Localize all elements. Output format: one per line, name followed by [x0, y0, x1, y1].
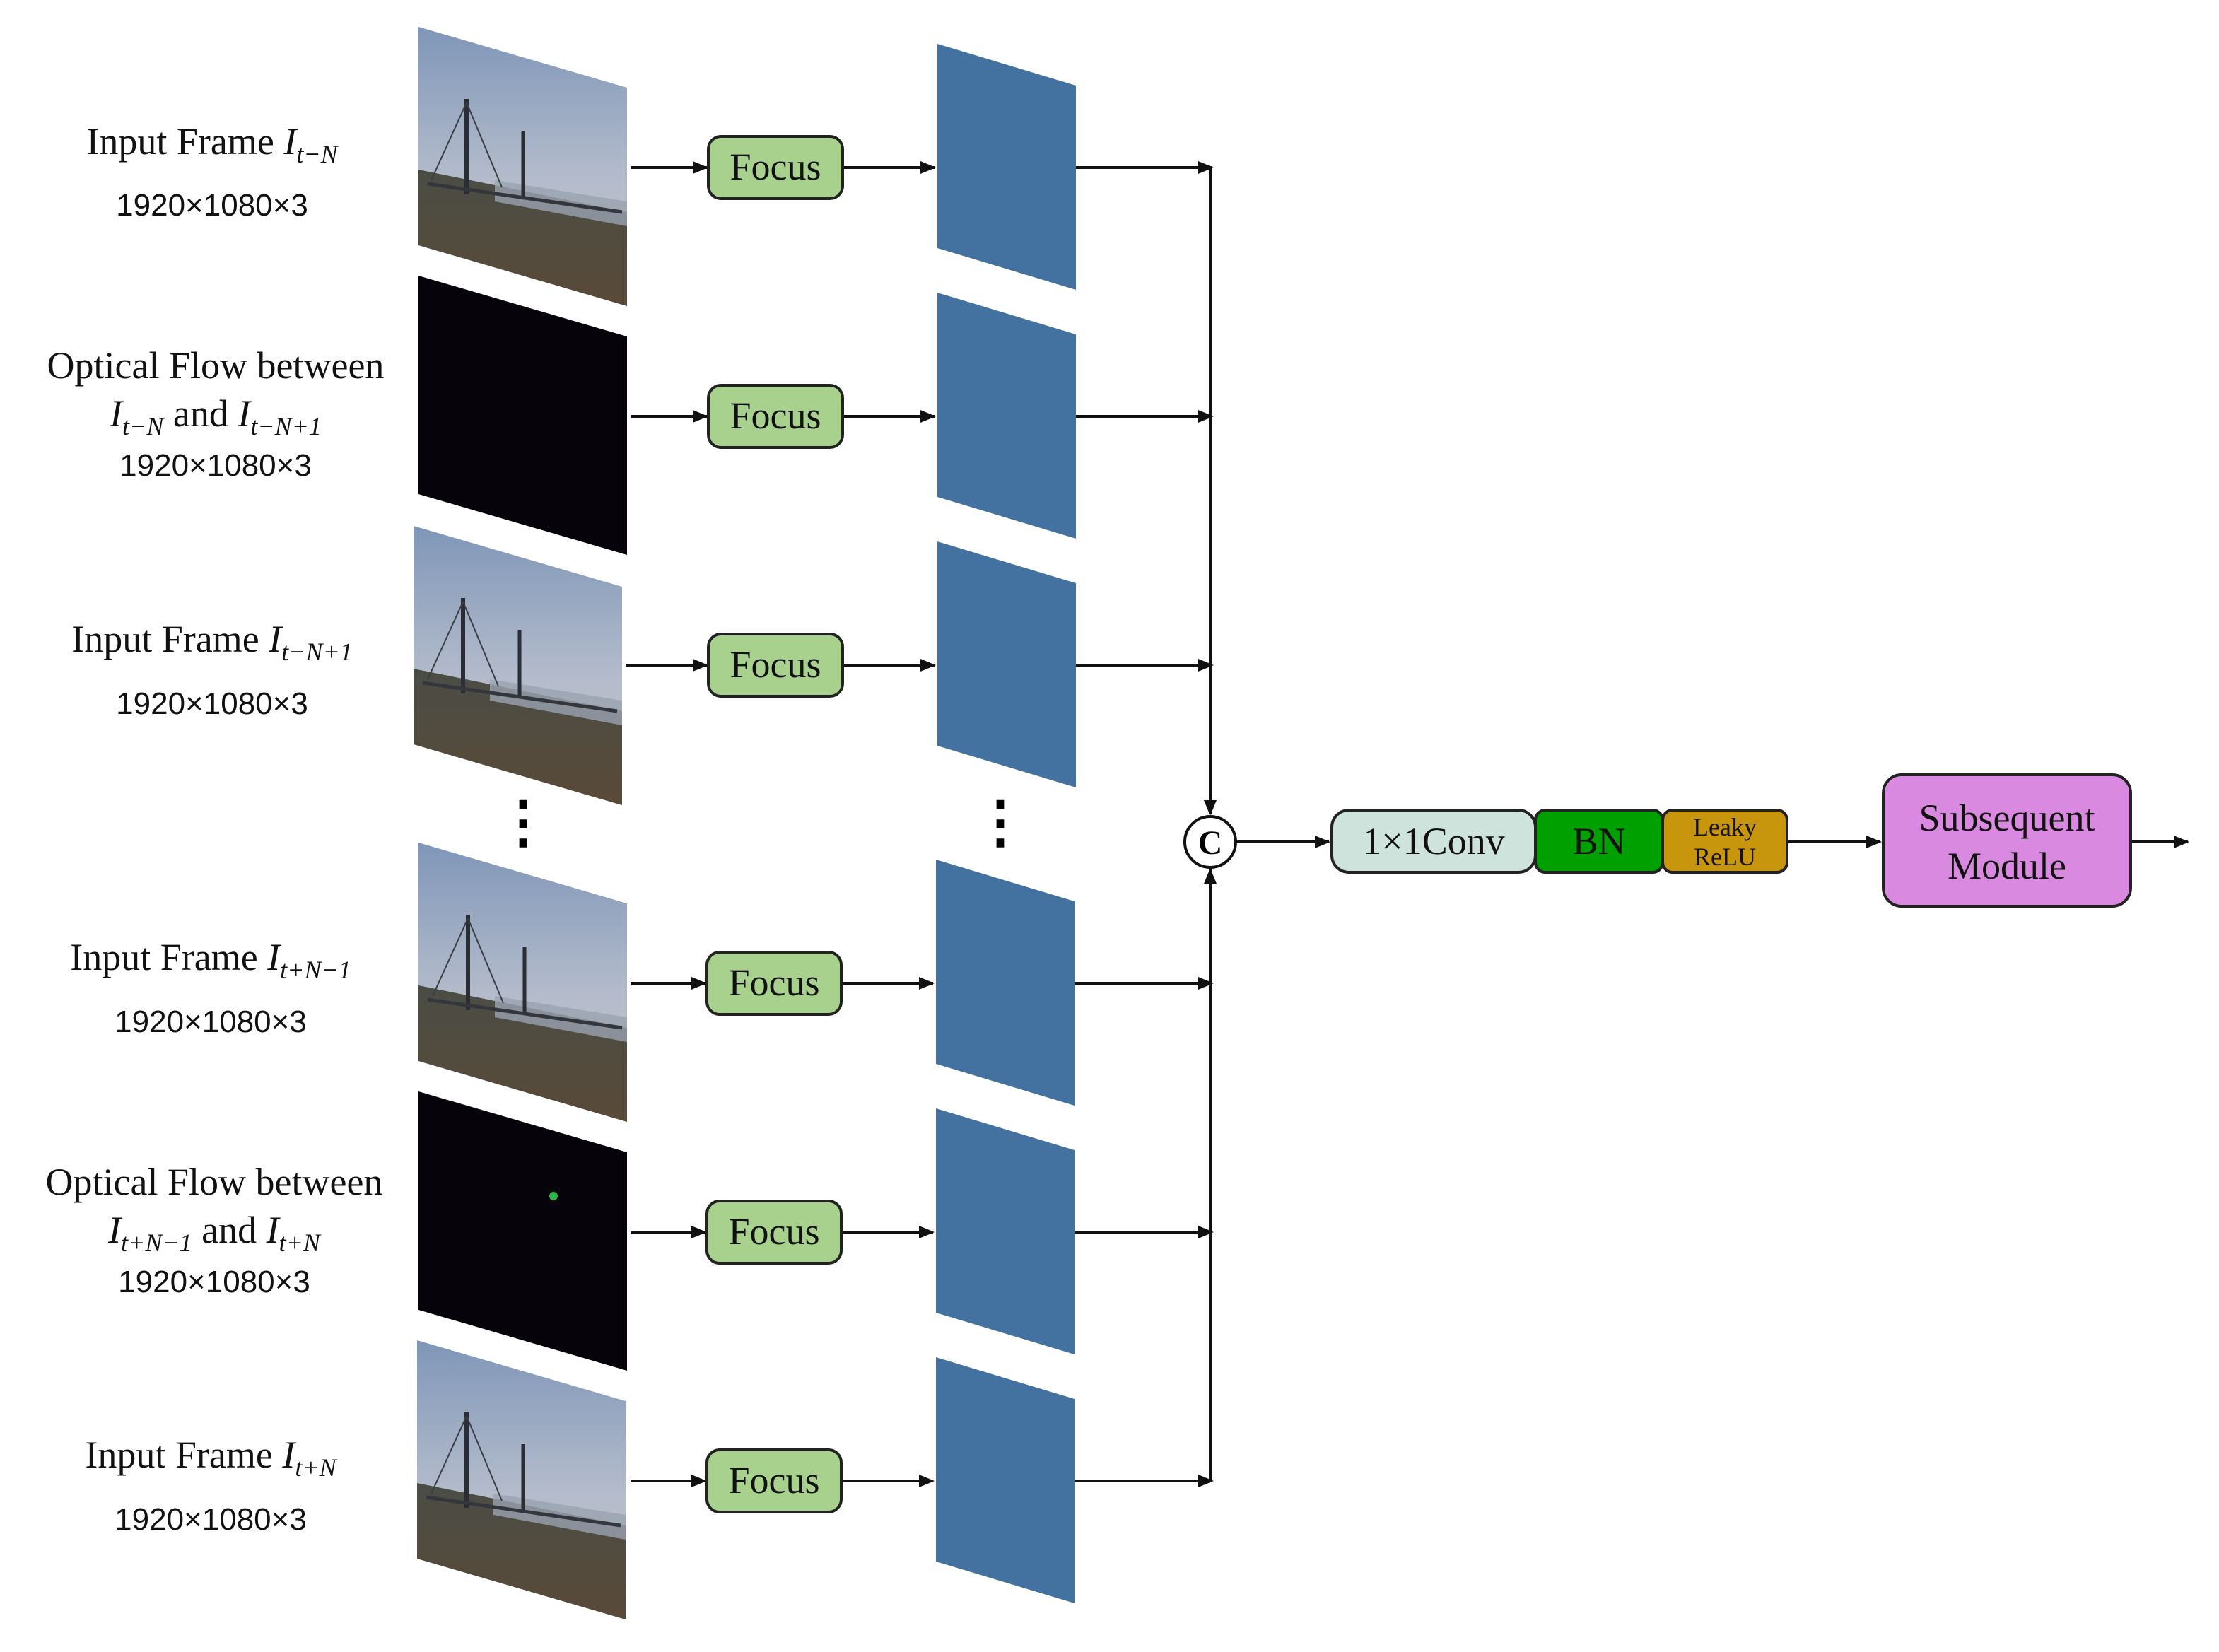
- connectors: [626, 161, 2189, 1487]
- input-frame-image: [418, 843, 627, 1122]
- svg-text:BN: BN: [1572, 820, 1625, 862]
- subsequent-module-box: Subsequent Module: [1882, 773, 2132, 908]
- feature-map: [937, 44, 1076, 290]
- focus-box: Focus: [707, 135, 844, 200]
- svg-text:C: C: [1198, 824, 1223, 862]
- conv-box: 1×1Conv: [1330, 809, 1537, 874]
- input-size: 1920×1080×3: [118, 1265, 310, 1299]
- optical-flow-image: [418, 276, 627, 555]
- input-frame-image: [418, 27, 627, 306]
- input-label: Input Frame It−N+1: [71, 618, 353, 666]
- focus-box: Focus: [707, 633, 844, 698]
- input-row-4: Input Frame It+N−1 1920×1080×3 Focus: [70, 843, 1075, 1122]
- svg-text:ReLU: ReLU: [1694, 843, 1756, 871]
- svg-text:Leaky: Leaky: [1693, 813, 1757, 841]
- focus-box: Focus: [705, 951, 843, 1016]
- svg-text:Focus: Focus: [728, 1210, 819, 1253]
- feature-map: [937, 541, 1076, 787]
- ellipsis-features: ⋮: [972, 792, 1029, 854]
- input-row-6: Input Frame It+N 1920×1080×3 Focus: [85, 1340, 1075, 1619]
- svg-text:1×1Conv: 1×1Conv: [1362, 820, 1504, 862]
- input-size: 1920×1080×3: [115, 1004, 307, 1039]
- optical-flow-image: [418, 1091, 627, 1371]
- input-row-5: Optical Flow between It+N−1 and It+N 192…: [46, 1091, 1075, 1371]
- svg-text:Focus: Focus: [730, 643, 821, 686]
- input-label: Input Frame It+N: [85, 1434, 337, 1482]
- focus-box: Focus: [705, 1200, 843, 1265]
- input-frame-image: [414, 526, 622, 805]
- bn-box: BN: [1534, 809, 1664, 874]
- svg-text:Focus: Focus: [728, 1459, 819, 1501]
- input-size: 1920×1080×3: [116, 188, 308, 223]
- feature-map: [937, 293, 1076, 539]
- input-label: Optical Flow between: [46, 1161, 383, 1203]
- input-size: 1920×1080×3: [116, 686, 308, 721]
- feature-map: [936, 1108, 1075, 1354]
- input-label: Input Frame It+N−1: [70, 936, 351, 984]
- input-label: Input Frame It−N: [86, 120, 339, 168]
- feature-map: [936, 860, 1075, 1106]
- svg-text:Focus: Focus: [728, 961, 819, 1004]
- svg-text:Module: Module: [1948, 845, 2066, 887]
- focus-box: Focus: [707, 384, 844, 449]
- leaky-relu-box: Leaky ReLU: [1661, 809, 1788, 874]
- input-frame-image: [417, 1340, 626, 1619]
- focus-box: Focus: [705, 1448, 843, 1513]
- input-row-3: Input Frame It−N+1 1920×1080×3 Focus: [71, 526, 1076, 805]
- svg-text:Subsequent: Subsequent: [1919, 797, 2095, 839]
- concat-node: C: [1183, 815, 1237, 869]
- input-label-pair: It+N−1 and It+N: [107, 1209, 322, 1257]
- input-label-pair: It−N and It−N+1: [109, 392, 322, 440]
- ellipsis-images: ⋮: [495, 792, 551, 854]
- input-row-2: Optical Flow between It−N and It−N+1 192…: [47, 276, 1076, 555]
- svg-text:Focus: Focus: [730, 394, 821, 437]
- input-label: Optical Flow between: [47, 344, 385, 387]
- input-size: 1920×1080×3: [115, 1502, 307, 1537]
- input-size: 1920×1080×3: [119, 448, 312, 483]
- feature-map: [936, 1357, 1075, 1603]
- svg-text:Focus: Focus: [730, 146, 821, 188]
- input-row-1: Input Frame It−N 1920×1080×3 Focus: [86, 27, 1076, 306]
